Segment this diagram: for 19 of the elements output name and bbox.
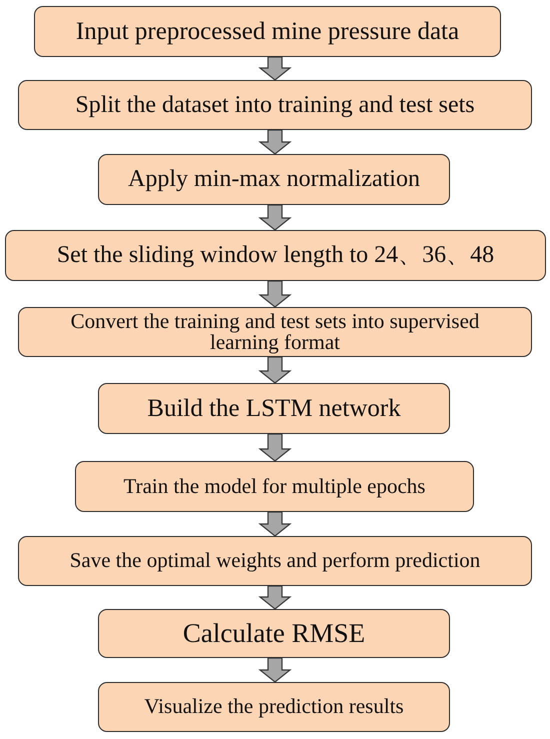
arrow xyxy=(258,129,292,155)
arrow xyxy=(258,280,292,308)
process-box: Convert the training and test sets into supervised learning format xyxy=(18,307,532,357)
arrow xyxy=(258,433,292,462)
arrow xyxy=(258,657,292,683)
arrow xyxy=(258,511,292,537)
arrow xyxy=(258,356,292,384)
process-box: Build the LSTM network xyxy=(98,383,450,434)
process-box: Save the optimal weights and perform prediction xyxy=(18,536,532,586)
process-box: Apply min-max normalization xyxy=(98,154,450,205)
process-box: Train the model for multiple epochs xyxy=(75,461,474,512)
arrow xyxy=(258,56,292,81)
process-box: Split the dataset into training and test sets xyxy=(18,80,532,130)
process-box: Set the sliding window length to 24、36、48 xyxy=(5,230,546,281)
arrow xyxy=(258,204,292,231)
arrow xyxy=(258,585,292,610)
process-box: Calculate RMSE xyxy=(98,609,450,658)
process-box: Visualize the prediction results xyxy=(98,682,450,732)
process-box: Input preprocessed mine pressure data xyxy=(34,6,501,57)
